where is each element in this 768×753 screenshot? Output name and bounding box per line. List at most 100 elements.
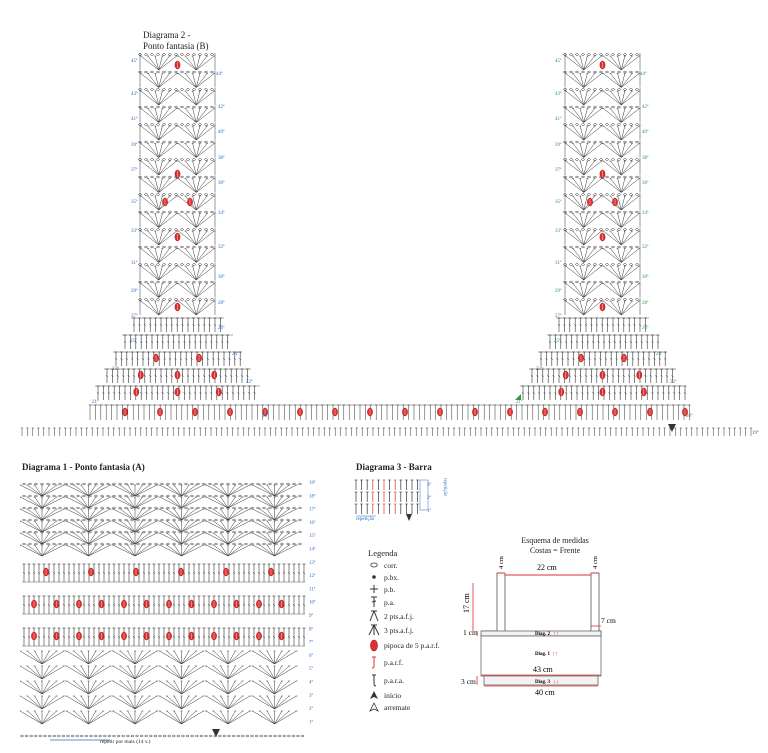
legend-item: p.a.r.f. xyxy=(368,653,468,671)
chain-mark xyxy=(150,53,154,56)
chain-mark xyxy=(210,228,214,231)
chain-mark xyxy=(61,734,66,738)
chain-mark xyxy=(256,506,260,510)
chain-mark xyxy=(94,542,98,546)
chain-mark xyxy=(198,70,202,74)
green-marker xyxy=(515,394,521,400)
chain-mark xyxy=(202,530,206,534)
chain-mark xyxy=(186,263,190,266)
chain-mark xyxy=(34,542,38,546)
chain-mark xyxy=(82,494,86,498)
chain-mark xyxy=(198,53,202,56)
fan-mark xyxy=(603,55,622,71)
chain-mark xyxy=(605,228,609,231)
chain-mark xyxy=(262,506,266,510)
chain-mark xyxy=(231,734,236,738)
chain-mark xyxy=(575,175,579,179)
chain-mark xyxy=(80,734,84,738)
chain-mark xyxy=(250,482,254,486)
chain-mark xyxy=(28,530,32,534)
d1-fan xyxy=(112,710,136,725)
diagram2-row-label-left: 37ª xyxy=(131,167,138,173)
chain-mark xyxy=(186,245,190,249)
diagram1-row-label: 2ª xyxy=(309,706,314,712)
chain-mark xyxy=(569,158,573,161)
chain-mark xyxy=(599,228,603,231)
chain-mark xyxy=(180,280,184,284)
chain-mark xyxy=(130,530,134,534)
chain-mark xyxy=(82,482,86,486)
chain-mark xyxy=(156,245,160,249)
chain-mark xyxy=(268,542,272,546)
chain-mark xyxy=(144,140,148,144)
chain-mark xyxy=(569,105,573,109)
chain-mark xyxy=(617,298,621,301)
chain-mark xyxy=(138,280,142,284)
chain-mark xyxy=(575,298,579,301)
chain-mark xyxy=(180,263,184,266)
chain-mark xyxy=(192,123,196,126)
chain-mark xyxy=(623,175,627,179)
chain-mark xyxy=(605,263,609,266)
d1-fan xyxy=(205,484,229,497)
chain-mark xyxy=(124,506,128,510)
chain-mark xyxy=(298,542,302,546)
chain-mark xyxy=(563,123,567,126)
chain-mark xyxy=(156,105,160,109)
chain-mark xyxy=(38,734,43,738)
fan-mark xyxy=(178,230,197,246)
chain-mark xyxy=(617,263,621,266)
chain-mark xyxy=(40,518,44,522)
chain-mark xyxy=(256,482,260,486)
chain-mark xyxy=(210,105,214,109)
diagram3-chart: 3ª 2ª 1ª repetição repetição xyxy=(354,478,447,522)
d1-fan xyxy=(20,508,43,521)
chain-mark xyxy=(58,482,62,486)
chain-mark xyxy=(611,88,615,91)
chain-mark xyxy=(575,53,579,56)
d1-fan xyxy=(205,665,229,680)
chain-mark xyxy=(635,123,639,126)
chain-mark xyxy=(168,280,172,284)
chain-mark xyxy=(238,530,242,534)
chain-mark xyxy=(587,210,591,214)
chain-mark xyxy=(635,280,639,284)
chain-mark xyxy=(148,530,152,534)
chain-mark xyxy=(100,506,104,510)
fan-mark xyxy=(603,248,622,263)
chain-mark xyxy=(587,193,591,196)
chain-mark xyxy=(82,530,86,534)
chain-mark xyxy=(241,734,245,738)
chain-mark xyxy=(158,734,162,738)
chain-mark xyxy=(156,123,160,126)
diagram2-row-label-right: 34ª xyxy=(218,210,225,216)
fan-mark xyxy=(178,90,197,106)
d1-fan xyxy=(252,650,275,665)
chain-mark xyxy=(180,210,184,214)
strap-fan xyxy=(140,178,159,193)
chain-mark xyxy=(262,494,266,498)
chain-mark xyxy=(138,158,142,161)
chain-mark xyxy=(232,482,236,486)
chain-mark xyxy=(130,506,134,510)
schema-strap-left: 4 cm xyxy=(498,556,505,569)
diagram2-row-label-right-2: 30ª xyxy=(642,274,649,280)
diagram2-row-label-left: 45ª xyxy=(131,58,138,64)
chain-mark xyxy=(581,158,585,161)
chain-mark xyxy=(569,245,573,249)
d1-fan xyxy=(112,680,136,695)
chain-mark xyxy=(208,506,212,510)
chain-mark xyxy=(180,193,184,196)
chain-mark xyxy=(268,734,273,738)
diagram2-row-label-right-2: 22ª xyxy=(670,379,677,385)
chain-mark xyxy=(593,158,597,161)
legend-item-label: p.a.r.a. xyxy=(384,675,404,685)
strap-fan xyxy=(565,248,584,263)
chain-mark xyxy=(629,70,633,74)
chain-mark xyxy=(629,105,633,109)
d1-fan xyxy=(66,496,89,509)
chain-mark xyxy=(611,298,615,301)
chain-mark xyxy=(623,123,627,126)
diagram1-row-label: 13ª xyxy=(309,560,316,566)
chain-mark xyxy=(176,734,181,738)
